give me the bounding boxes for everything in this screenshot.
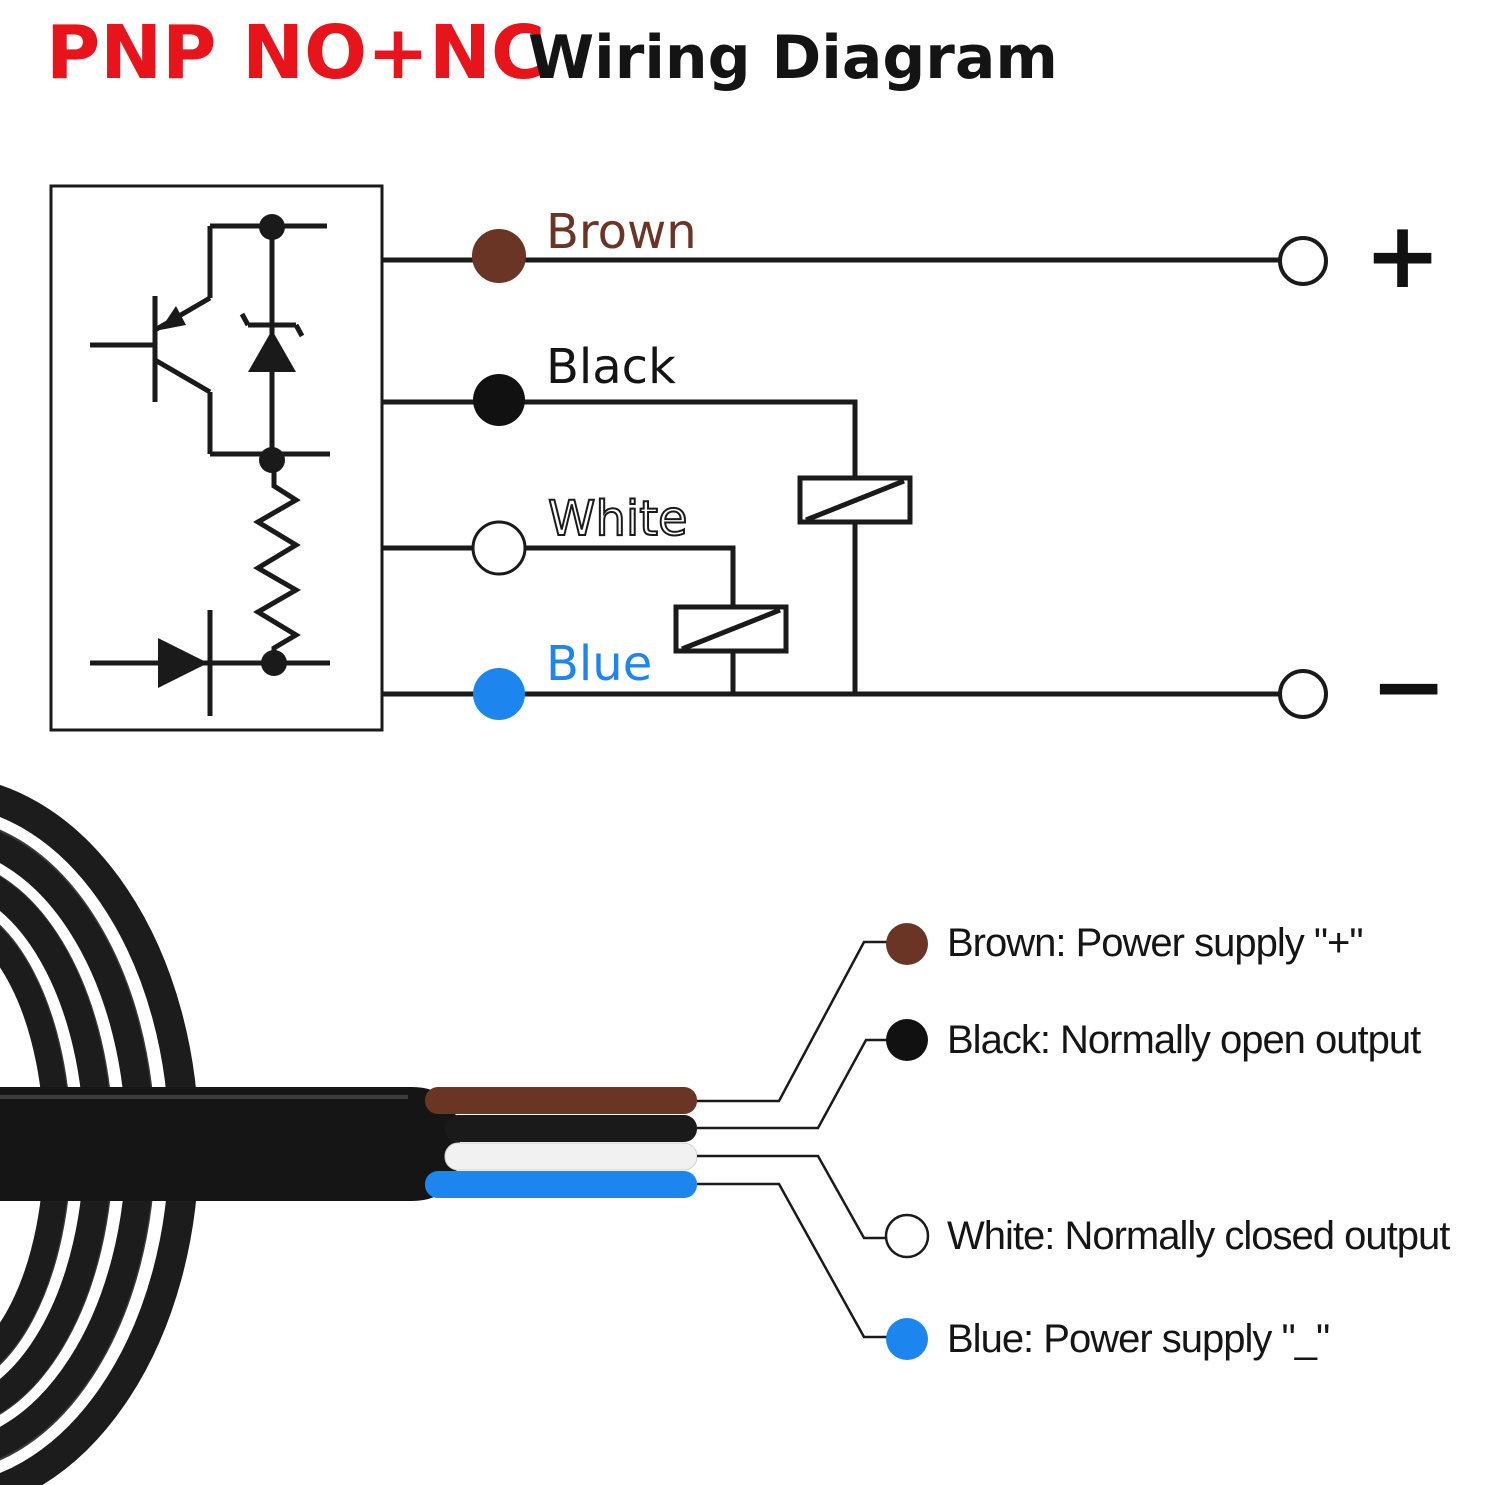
resistor-icon [253, 460, 301, 662]
terminal-plus-symbol: + [1364, 202, 1441, 309]
wire-label-white: White [548, 491, 688, 547]
terminal-minus-symbol: − [1370, 633, 1447, 740]
legend-item-black: Black: Normally open output [947, 1018, 1421, 1062]
sensor-box [49, 184, 384, 732]
wire-node-black [473, 374, 525, 426]
legend-dot-blue [886, 1318, 928, 1360]
wire-node-blue [473, 668, 525, 720]
legend-item-white: White: Normally closed output [947, 1214, 1450, 1258]
terminal-icon [1278, 236, 1328, 286]
title-part-red: PNP NO+NC [46, 10, 545, 96]
wire-label-brown: Brown [546, 204, 697, 260]
schematic-wires [382, 257, 1282, 697]
cable-icon [0, 785, 698, 1485]
wire-node-white [471, 520, 527, 576]
legend-dot-black [886, 1019, 928, 1061]
terminal-icon [1278, 669, 1328, 719]
legend-item-blue: Blue: Power supply "_" [947, 1317, 1329, 1361]
title-part-black: Wiring Diagram [528, 23, 1058, 93]
zener-diode-icon [239, 214, 305, 473]
diode-icon [90, 610, 330, 716]
legend-leaders [697, 940, 905, 1339]
legend-dot-brown [886, 923, 928, 965]
wire-label-blue: Blue [546, 636, 652, 692]
sensor-box-outline [49, 184, 384, 732]
legend-dot-white [884, 1213, 930, 1259]
wire-node-brown [472, 229, 526, 283]
wire-label-black: Black [546, 339, 676, 395]
legend: Brown: Power supply "+" Black: Normally … [884, 921, 1451, 1361]
legend-item-brown: Brown: Power supply "+" [947, 921, 1363, 965]
